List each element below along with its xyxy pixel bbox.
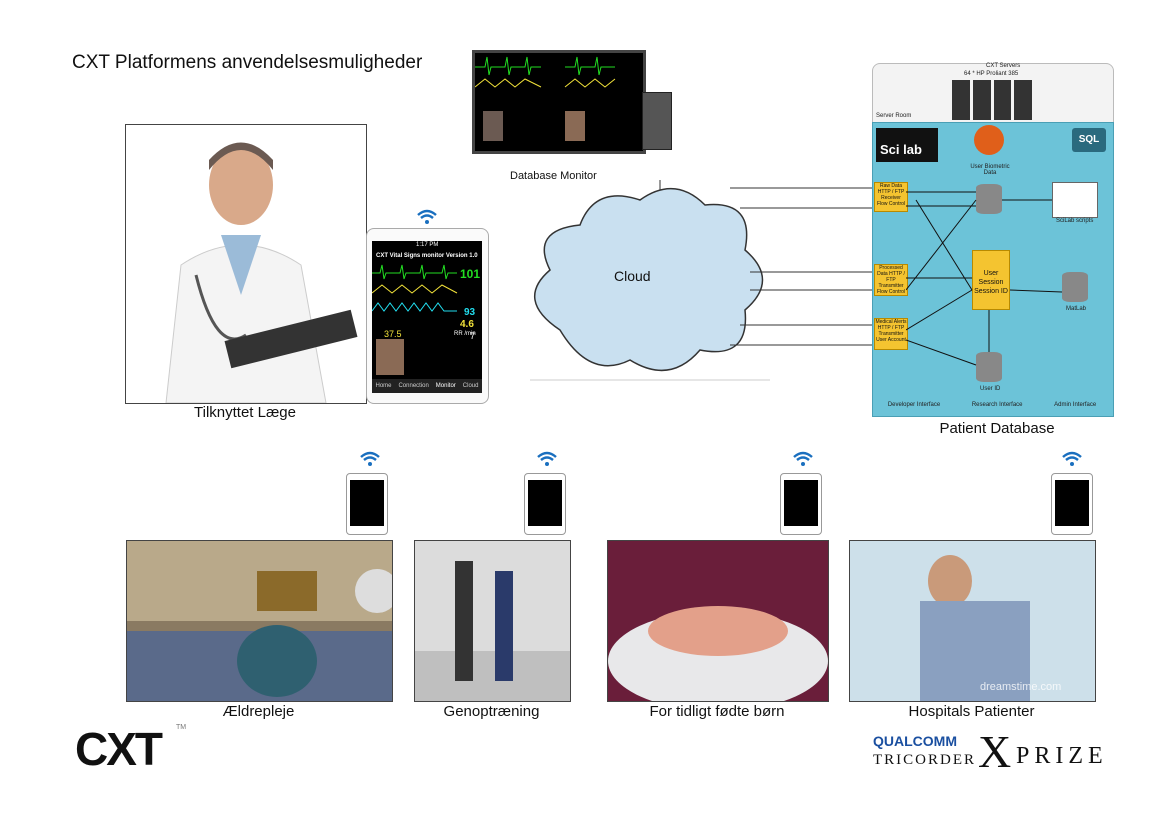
wifi-icon xyxy=(1061,450,1083,468)
elderly-care-photo xyxy=(126,540,393,702)
caption-premature: For tidligt fødte børn xyxy=(607,703,827,720)
transmitter-flow-text: Flow Control xyxy=(875,289,907,295)
tablet-tab-bar: Home Connection Monitor Cloud xyxy=(372,379,482,393)
research-interface[interactable]: Research Interface xyxy=(972,402,1023,408)
caption-rehab: Genoptræning xyxy=(414,703,569,720)
tablet-screen: 1:17 PM CXT Vital Signs monitor Version … xyxy=(372,241,482,393)
server-room-label: Server Room xyxy=(876,113,911,119)
xprize-text: PRIZE xyxy=(1016,743,1108,770)
user-id-label: User ID xyxy=(980,386,1000,392)
hr-value: 101 xyxy=(460,267,480,281)
cxt-logo: CXT xyxy=(75,722,161,776)
rr-value: 7 xyxy=(470,331,475,341)
tab-home[interactable]: Home xyxy=(375,383,391,389)
mini-tablet xyxy=(346,473,388,535)
alerts-transmitter-text: Medical Alerts HTTP / FTP Transmitter xyxy=(875,319,907,337)
sql-badge: SQL xyxy=(1072,128,1106,152)
page-title: CXT Platformens anvendelsesmuligheder xyxy=(72,52,422,74)
rehab-photo xyxy=(414,540,571,702)
scilab-logo: Sci lab xyxy=(876,128,938,162)
patient-database-label: Patient Database xyxy=(922,420,1072,437)
trademark-mark: TM xyxy=(176,724,186,731)
mini-tablet xyxy=(780,473,822,535)
matlab-label: MatLab xyxy=(1066,306,1086,312)
connection-lines xyxy=(720,180,880,360)
wifi-icon xyxy=(359,450,381,468)
tablet-app-title: CXT Vital Signs monitor Version 1.0 xyxy=(376,253,478,259)
wifi-icon xyxy=(792,450,814,468)
scilab-text: Sci lab xyxy=(880,142,922,157)
patient-avatar xyxy=(376,339,404,375)
server-interfaces: Developer Interface Research Interface A… xyxy=(872,402,1112,408)
alerts-transmitter-box: Medical Alerts HTTP / FTP Transmitter Us… xyxy=(874,318,908,350)
premature-baby-image xyxy=(608,541,828,701)
monitor-waveforms xyxy=(475,53,643,151)
transmitter-text: Processed Data HTTP / FTP Transmitter xyxy=(875,265,907,289)
tablet-status-time: 1:17 PM xyxy=(416,242,438,248)
receiver-flow-text: Flow Control xyxy=(875,201,907,207)
elderly-care-image xyxy=(127,541,392,701)
admin-interface[interactable]: Admin Interface xyxy=(1054,402,1096,408)
transmitter-box: Processed Data HTTP / FTP Transmitter Fl… xyxy=(874,264,908,296)
caption-elderly-care: Ældrepleje xyxy=(126,703,391,720)
receiver-box: Raw Data HTTP / FTP Receiver Flow Contro… xyxy=(874,182,908,212)
tab-monitor[interactable]: Monitor xyxy=(436,383,456,389)
wifi-icon xyxy=(536,450,558,468)
temp-value: 37.5 xyxy=(384,329,402,339)
doctor-photo xyxy=(125,124,367,404)
ubuntu-icon xyxy=(974,125,1004,155)
user-biometric-label: User Biometric Data xyxy=(966,164,1014,176)
servers-subtitle: 64 * HP Proliant 385 xyxy=(964,71,1018,77)
cloud-label: Cloud xyxy=(614,268,651,284)
server-racks xyxy=(952,80,1032,120)
doctor-image xyxy=(126,125,366,403)
wifi-icon xyxy=(416,208,438,226)
server-links xyxy=(906,180,1066,370)
alerts-flow-text: User Account xyxy=(875,337,907,343)
caption-hospital: Hospitals Patienter xyxy=(849,703,1094,720)
premature-baby-photo xyxy=(607,540,829,702)
tab-connection[interactable]: Connection xyxy=(398,383,428,389)
mini-tablet xyxy=(524,473,566,535)
xprize-x: X xyxy=(978,725,1011,778)
spo2-value: 93 xyxy=(464,307,475,318)
rehab-image xyxy=(415,541,570,701)
servers-title: CXT Servers xyxy=(986,63,1020,69)
tab-cloud[interactable]: Cloud xyxy=(463,383,479,389)
receiver-text: Raw Data HTTP / FTP Receiver xyxy=(875,183,907,201)
tricorder-text: TRICORDER xyxy=(873,752,976,769)
photo-watermark: dreamstime.com xyxy=(980,681,1061,693)
doctor-caption: Tilknyttet Læge xyxy=(150,404,340,421)
hospital-patient-photo: dreamstime.com xyxy=(849,540,1096,702)
tablet-device: 1:17 PM CXT Vital Signs monitor Version … xyxy=(366,228,489,404)
etco2-value: 4.6 xyxy=(460,319,474,330)
hospital-patient-image xyxy=(850,541,1095,701)
pc-tower xyxy=(642,92,672,150)
database-monitor-screen xyxy=(472,50,646,154)
qualcomm-logo: QUALCOMM xyxy=(873,733,957,749)
developer-interface[interactable]: Developer Interface xyxy=(888,402,940,408)
mini-tablet xyxy=(1051,473,1093,535)
